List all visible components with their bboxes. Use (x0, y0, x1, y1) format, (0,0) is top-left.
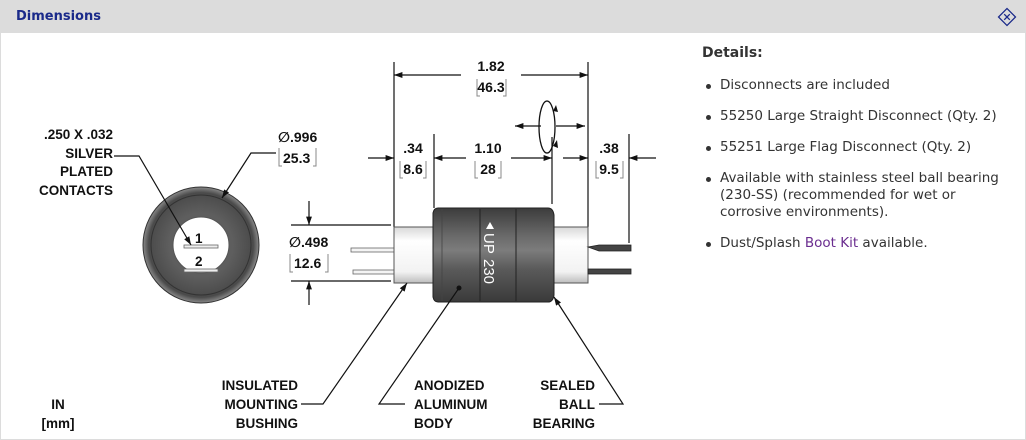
details-item: Disconnects are included (706, 77, 1012, 94)
side-view: UP 230 (350, 207, 632, 303)
bearing-label-line1: SEALED (540, 378, 595, 393)
details-item: Dust/Splash Boot Kit available. (706, 235, 1012, 252)
body-label-line3: BODY (414, 416, 453, 431)
end-view: 1 2 (142, 186, 260, 304)
bearing-label-line3: BEARING (533, 416, 595, 431)
body-length-in: 1.10 (474, 140, 501, 156)
shaft-diameter-mm: 12.6 (294, 255, 321, 271)
shaft-diameter-dimension: ∅.498 12.6 (289, 201, 391, 305)
overall-length-in: 1.82 (477, 58, 504, 74)
rotation-symbol (515, 100, 585, 154)
panel-title: Dimensions (16, 9, 101, 24)
units-legend: IN [mm] (42, 397, 75, 431)
contacts-label-line3: PLATED (60, 164, 113, 179)
bushing-label-line3: BUSHING (236, 416, 298, 431)
contact-number-2: 2 (195, 254, 203, 269)
bearing-label-line2: BALL (559, 397, 595, 412)
shaft-diameter-in: ∅.498 (289, 234, 328, 250)
bushing-label-line2: MOUNTING (225, 397, 299, 412)
bushing-callout: INSULATED MOUNTING BUSHING (222, 378, 298, 431)
left-bushing-mm: 8.6 (403, 161, 423, 177)
details-section: Details: Disconnects are included 55250 … (702, 45, 1012, 266)
outer-diameter-mm: 25.3 (283, 150, 310, 166)
details-item-text-post: available. (858, 235, 928, 251)
units-mm: [mm] (42, 416, 75, 431)
overall-length-dimension: 1.82 46.3 (394, 58, 588, 97)
right-bushing-in: .38 (599, 140, 619, 156)
contacts-label-line4: CONTACTS (39, 183, 113, 198)
contact-number-1: 1 (195, 231, 203, 246)
units-inches: IN (51, 397, 65, 412)
contacts-callout: .250 X .032 SILVER PLATED CONTACTS (39, 127, 192, 246)
dimension-drawing: 1 2 .250 X .032 SILVER PLATED CONTACTS ∅… (39, 58, 656, 431)
overall-length-mm: 46.3 (477, 79, 504, 95)
details-title: Details: (702, 45, 763, 61)
contacts-label-line1: .250 X .032 (44, 127, 113, 142)
details-list: Disconnects are included 55250 Large Str… (702, 77, 1012, 252)
outer-diameter-in: ∅.996 (278, 129, 317, 145)
right-bushing-mm: 9.5 (599, 161, 619, 177)
body-length-dimension: 1.10 28 (434, 140, 552, 179)
details-item: Available with stainless steel ball bear… (706, 170, 1012, 221)
right-bushing-dimension: .38 9.5 (563, 140, 656, 179)
body-marking-up: UP (480, 233, 497, 254)
boot-kit-link[interactable]: Boot Kit (804, 235, 859, 251)
panel-header[interactable]: Dimensions (1, 1, 1025, 33)
body-label-line2: ALUMINUM (414, 397, 488, 412)
details-item: 55251 Large Flag Disconnect (Qty. 2) (706, 139, 1012, 156)
outer-diameter-callout: ∅.996 25.3 (221, 129, 317, 199)
bearing-callout: SEALED BALL BEARING (533, 378, 596, 431)
body-marking-model: 230 (480, 259, 497, 284)
details-item-text-pre: Dust/Splash (720, 235, 805, 251)
callout-leaders (301, 282, 625, 405)
collapse-button[interactable] (997, 7, 1017, 27)
body-length-mm: 28 (480, 161, 496, 177)
body-callout: ANODIZED ALUMINUM BODY (414, 378, 488, 431)
diamond-x-icon (997, 7, 1017, 27)
bushing-label-line1: INSULATED (222, 378, 298, 393)
body-label-line1: ANODIZED (414, 378, 485, 393)
left-bushing-dimension: .34 8.6 (368, 140, 427, 179)
left-bushing-in: .34 (403, 140, 423, 156)
contacts-label-line2: SILVER (65, 146, 113, 161)
details-item: 55250 Large Straight Disconnect (Qty. 2) (706, 108, 1012, 125)
